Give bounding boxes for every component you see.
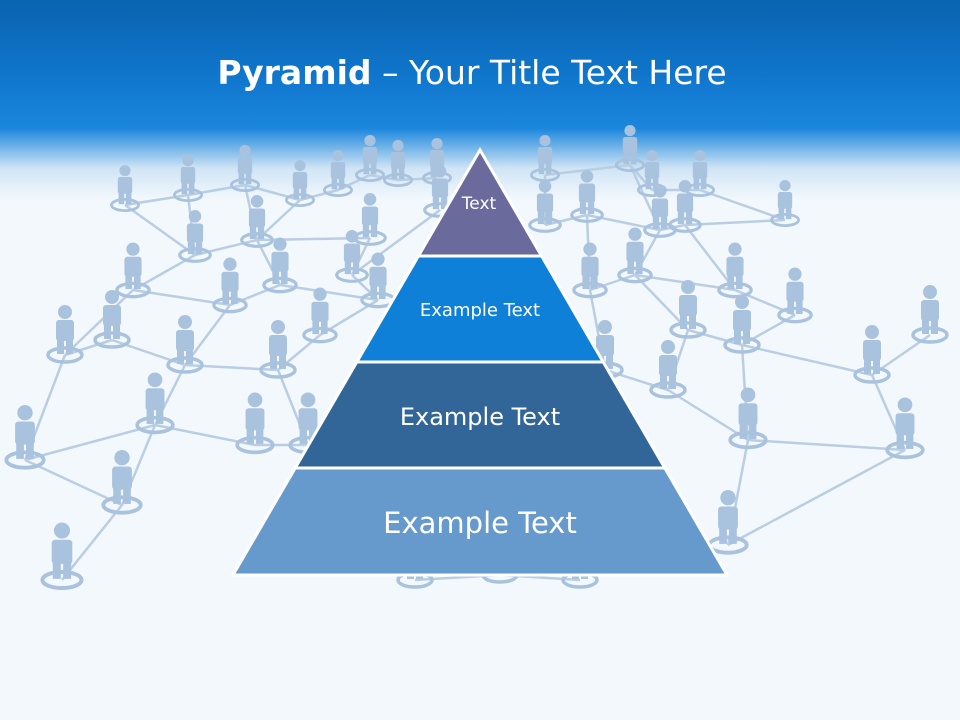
network-link xyxy=(747,438,906,452)
network-link xyxy=(684,224,736,291)
network-link xyxy=(586,213,661,232)
pyramid-tier-2 xyxy=(356,256,604,362)
person-icon xyxy=(172,155,204,203)
person-icon xyxy=(259,320,297,379)
person-icon xyxy=(769,180,801,228)
person-icon xyxy=(135,372,175,435)
person-icon xyxy=(229,145,261,193)
person-icon xyxy=(617,227,653,284)
person-icon xyxy=(528,180,562,233)
person-icon xyxy=(614,125,646,173)
network-link xyxy=(124,193,189,207)
person-icon xyxy=(353,193,387,246)
network-link xyxy=(187,183,246,197)
person-icon xyxy=(723,295,761,354)
person-icon xyxy=(93,290,131,349)
network-link xyxy=(699,188,786,222)
person-icon xyxy=(669,280,707,339)
pyramid-tier-top-label: Text xyxy=(461,194,497,214)
person-icon xyxy=(40,522,84,591)
network-link xyxy=(229,283,281,307)
pyramid-tier-2-label: Example Text xyxy=(420,300,540,321)
network-link xyxy=(727,448,906,547)
person-icon xyxy=(335,230,369,283)
network-link xyxy=(64,289,134,356)
person-icon xyxy=(354,135,386,183)
person-icon xyxy=(262,237,298,294)
title-rest: – Your Title Text Here xyxy=(371,53,727,92)
person-icon xyxy=(570,170,604,223)
pyramid: Text Example Text Example Text Example T… xyxy=(230,147,730,577)
network-link xyxy=(667,388,749,442)
person-icon xyxy=(46,305,84,364)
people-network-background xyxy=(4,125,949,591)
network-link xyxy=(351,208,441,277)
person-icon xyxy=(240,195,274,248)
person-icon xyxy=(235,392,275,455)
pyramid-tier-bottom-label: Example Text xyxy=(383,506,577,540)
network-link xyxy=(634,274,689,331)
person-icon xyxy=(728,387,768,450)
person-icon xyxy=(101,450,143,515)
person-icon xyxy=(4,405,46,470)
person-icon xyxy=(166,315,204,374)
person-icon xyxy=(284,160,316,208)
person-icon xyxy=(853,325,891,384)
network-link xyxy=(24,458,123,507)
network-link xyxy=(24,423,156,462)
network-link xyxy=(61,504,123,581)
person-icon xyxy=(777,267,813,324)
network-link xyxy=(604,368,669,392)
person-icon xyxy=(212,257,248,314)
pyramid-tier-3 xyxy=(295,362,665,468)
person-icon xyxy=(643,185,677,238)
pyramid-tier-top xyxy=(417,150,543,256)
person-icon xyxy=(322,150,354,198)
network-link xyxy=(194,238,258,257)
person-icon xyxy=(382,140,414,188)
pyramid-tier-bottom xyxy=(233,468,727,575)
network-link xyxy=(244,183,301,202)
person-icon xyxy=(360,252,396,309)
person-icon xyxy=(109,165,141,213)
network-link xyxy=(397,176,438,182)
person-icon xyxy=(649,340,687,399)
person-icon xyxy=(885,397,925,460)
page-title: Pyramid – Your Title Text Here xyxy=(0,52,944,94)
network-link xyxy=(741,343,873,377)
title-bold: Pyramid xyxy=(217,53,372,92)
person-icon xyxy=(717,242,753,299)
person-icon xyxy=(115,242,151,299)
network-link xyxy=(687,328,743,347)
network-link xyxy=(124,203,196,257)
person-icon xyxy=(572,242,608,299)
person-icon xyxy=(911,285,949,344)
pyramid-tier-3-label: Example Text xyxy=(400,403,560,431)
person-icon xyxy=(302,287,338,344)
